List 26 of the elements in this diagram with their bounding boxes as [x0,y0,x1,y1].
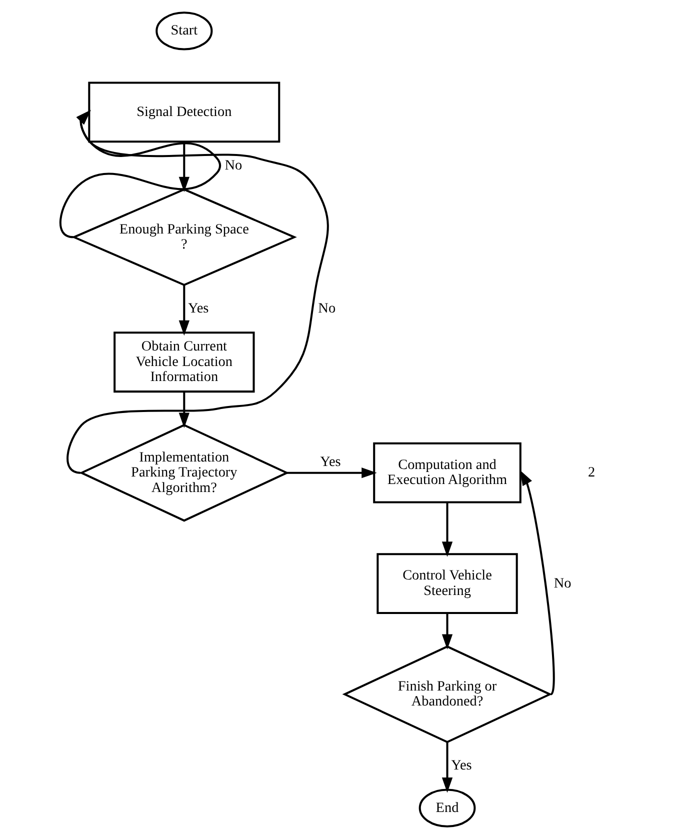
node-box: Signal Detection [88,82,280,143]
arrow [286,467,376,478]
node-diamond: Implementation Parking Trajectory Algorithm? [78,424,289,522]
arrow [441,502,452,557]
arrow [58,110,220,238]
edge-label: Yes [188,300,208,317]
arrow [178,142,189,192]
edge-label: Yes [450,758,472,774]
edge-label: Yes [320,454,340,470]
edge-label: No [224,157,242,174]
arrow [441,742,452,793]
edge-label: No [318,300,336,317]
arrow [66,110,328,474]
node-box: Control Vehicle Steering [376,553,518,614]
node-ellipse: End [418,788,476,828]
node-box: Computation and Execution Algorithm [372,442,521,504]
arrow [178,285,189,336]
node-diamond: Finish Parking or Abandoned? [342,645,552,744]
arrow [178,392,189,428]
edge-label: No [553,575,571,592]
arrow [441,613,452,650]
node-ellipse: Start [155,12,212,50]
arrow [519,470,554,695]
node-diamond: Enough Parking Space ? [70,188,296,286]
label: 2 [587,464,595,481]
node-box: Obtain Current Vehicle Location Information [113,332,254,393]
